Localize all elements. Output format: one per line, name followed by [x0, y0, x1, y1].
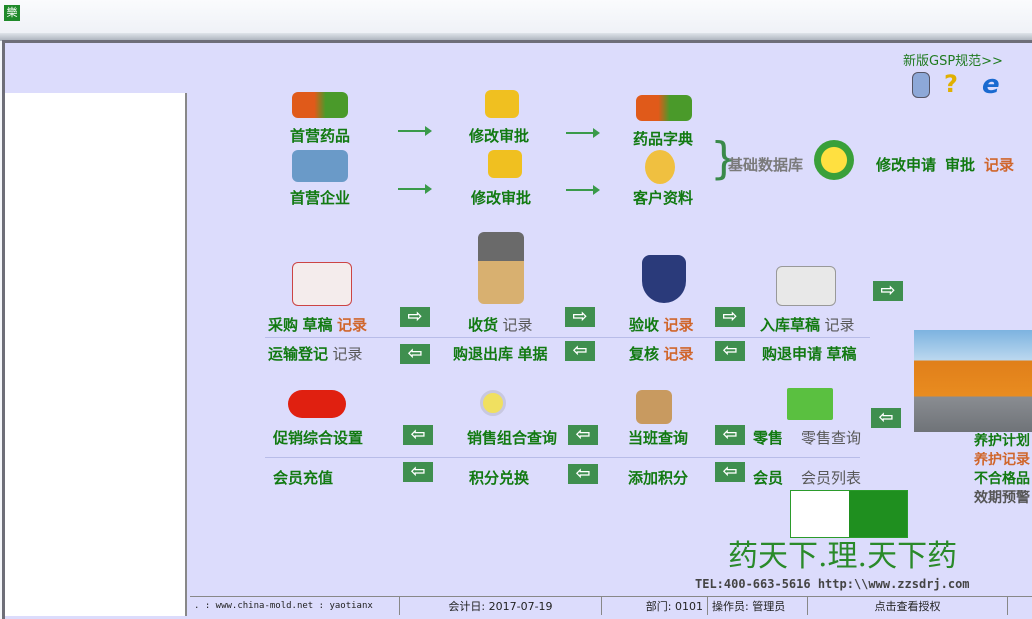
promotion-icon[interactable]: [288, 390, 346, 418]
record-link[interactable]: 记录: [984, 156, 1015, 174]
points-redeem-link[interactable]: 积分兑换: [469, 469, 530, 487]
return-draft-link[interactable]: 草稿: [826, 345, 857, 363]
barcode-box-icon[interactable]: [636, 390, 672, 424]
retail-query-link[interactable]: 零售查询: [801, 429, 862, 447]
modify-approve-company-link[interactable]: 修改审批: [471, 189, 532, 207]
warehouse-photo: [914, 330, 1032, 432]
magnifier-icon[interactable]: [480, 390, 506, 416]
arrow-right-icon: [398, 126, 432, 136]
recheck-record-link[interactable]: 记录: [663, 345, 694, 363]
purchase-draft-link[interactable]: 草稿: [302, 316, 333, 334]
purchase-row: 采购 草稿 记录: [268, 314, 367, 335]
first-drug-link[interactable]: 首营药品: [290, 127, 351, 145]
arrow-left-icon: ⇦: [715, 462, 745, 482]
add-points-link[interactable]: 添加积分: [628, 469, 689, 487]
status-site: . : www.china-mold.net : yaotianx: [190, 597, 400, 615]
brand-logo: [790, 490, 908, 538]
sidebar-tree[interactable]: [5, 93, 187, 616]
stock-in-draft-link[interactable]: 入库草稿: [760, 316, 821, 334]
customer-figure-icon[interactable]: [645, 150, 675, 184]
first-drug-icon[interactable]: [292, 92, 348, 118]
arrow-left-icon: ⇦: [565, 341, 595, 361]
pencil-approve-icon[interactable]: [485, 90, 519, 118]
arrow-right-icon: ⇨: [715, 307, 745, 327]
transport-register-link[interactable]: 运输登记: [268, 345, 329, 363]
new-gsp-link[interactable]: 新版GSP规范>>: [903, 54, 1003, 69]
title-bar: [0, 0, 1032, 36]
calculator-icon[interactable]: [912, 72, 930, 98]
arrow-right-icon: [398, 184, 432, 194]
menu-strip: [0, 33, 1032, 41]
receive-record-link[interactable]: 记录: [502, 316, 533, 334]
help-document-icon[interactable]: ?: [944, 70, 958, 98]
transport-record-link[interactable]: 记录: [332, 345, 363, 363]
arrow-right-icon: [566, 185, 600, 195]
retail-payment-icon[interactable]: [787, 388, 833, 420]
brace-icon: }: [710, 133, 738, 184]
arrow-left-icon: ⇦: [400, 344, 430, 364]
maintenance-plan-link[interactable]: 养护计划: [974, 433, 1030, 449]
arrow-right-icon: ⇨: [873, 281, 903, 301]
cart-icon[interactable]: [776, 266, 836, 306]
member-recharge-link[interactable]: 会员充值: [273, 469, 334, 487]
divider: [265, 457, 860, 458]
purchase-link[interactable]: 采购: [268, 316, 299, 334]
drug-dictionary-link[interactable]: 药品字典: [633, 130, 694, 148]
arrow-left-icon: ⇦: [715, 341, 745, 361]
app-icon[interactable]: 樂: [4, 5, 20, 21]
first-company-icon[interactable]: [292, 150, 348, 182]
slogan: 药天下.理.天下药: [728, 539, 958, 574]
recheck-link[interactable]: 复核: [629, 345, 660, 363]
inspect-record-link[interactable]: 记录: [663, 316, 694, 334]
pencil-approve-icon[interactable]: [488, 150, 522, 178]
unqualified-link[interactable]: 不合格品: [974, 471, 1030, 487]
internet-explorer-icon[interactable]: e: [982, 70, 1000, 100]
arrow-left-icon: ⇦: [568, 425, 598, 445]
database-sync-icon[interactable]: [814, 140, 854, 180]
shift-query-link[interactable]: 当班查询: [628, 429, 689, 447]
status-bar: . : www.china-mold.net : yaotianx 会计日: 2…: [190, 596, 1032, 615]
divider: [265, 337, 870, 338]
drug-dictionary-icon[interactable]: [636, 95, 692, 121]
member-link[interactable]: 会员: [753, 469, 784, 487]
maintenance-record-link[interactable]: 养护记录: [974, 452, 1030, 468]
inspection-badge-icon[interactable]: [642, 255, 686, 303]
receive-link[interactable]: 收货: [468, 316, 499, 334]
member-list-link[interactable]: 会员列表: [801, 469, 862, 487]
view-license-button[interactable]: 点击查看授权: [808, 597, 1008, 615]
arrow-right-icon: ⇨: [400, 307, 430, 327]
purchase-order-icon[interactable]: [292, 262, 352, 306]
arrow-left-icon: ⇦: [715, 425, 745, 445]
contact-info: TEL:400-663-5616 http:\\www.zzsdrj.com: [695, 577, 970, 591]
arrow-left-icon: ⇦: [403, 462, 433, 482]
sales-combo-query-link[interactable]: 销售组合查询: [467, 429, 558, 447]
purchase-return-out-link[interactable]: 购退出库: [453, 345, 514, 363]
status-operator: 操作员: 管理员: [708, 597, 808, 615]
arrow-left-icon: ⇦: [871, 408, 901, 428]
arrow-left-icon: ⇦: [403, 425, 433, 445]
arrow-right-icon: [566, 128, 600, 138]
modify-approve-drug-link[interactable]: 修改审批: [469, 127, 530, 145]
customer-info-link[interactable]: 客户资料: [633, 189, 694, 207]
stock-in-record-link[interactable]: 记录: [824, 316, 855, 334]
arrow-right-icon: ⇨: [565, 307, 595, 327]
approve-link[interactable]: 审批: [945, 156, 976, 174]
retail-link[interactable]: 零售: [753, 429, 784, 447]
promotion-settings-link[interactable]: 促销综合设置: [273, 429, 364, 447]
purchase-record-link[interactable]: 记录: [336, 316, 367, 334]
modify-request-link[interactable]: 修改申请: [876, 156, 937, 174]
return-request-link[interactable]: 购退申请: [762, 345, 823, 363]
expiry-warning-link[interactable]: 效期预警: [974, 490, 1030, 506]
hand-truck-icon[interactable]: [478, 232, 524, 304]
return-document-link[interactable]: 单据: [517, 345, 548, 363]
inspect-link[interactable]: 验收: [629, 316, 660, 334]
first-company-link[interactable]: 首营企业: [290, 189, 351, 207]
arrow-left-icon: ⇦: [568, 464, 598, 484]
status-department: 部门: 0101: [602, 597, 708, 615]
base-database-label: 基础数据库: [728, 156, 804, 174]
status-accounting-date: 会计日: 2017-07-19: [400, 597, 602, 615]
